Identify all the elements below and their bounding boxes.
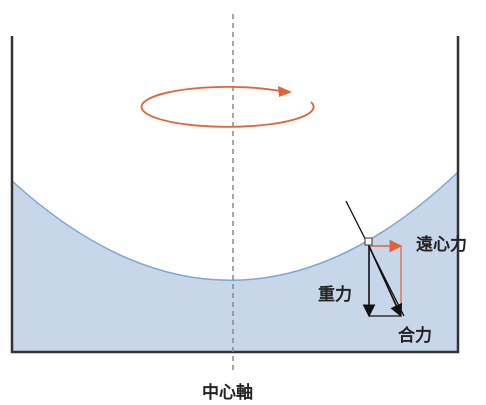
right-angle-marker bbox=[364, 237, 373, 246]
rotation-arrow-icon bbox=[140, 85, 315, 128]
resultant-force-arrow bbox=[368, 245, 403, 318]
centrifugal-force-label: 遠心力 bbox=[416, 234, 467, 255]
resultant-force-label: 合力 bbox=[398, 325, 432, 346]
liquid-body bbox=[12, 172, 458, 352]
liquid-surface-curve bbox=[11, 171, 459, 281]
container bbox=[10, 36, 460, 354]
central-axis-label: 中心軸 bbox=[202, 382, 253, 403]
gravity-label: 重力 bbox=[318, 284, 352, 305]
